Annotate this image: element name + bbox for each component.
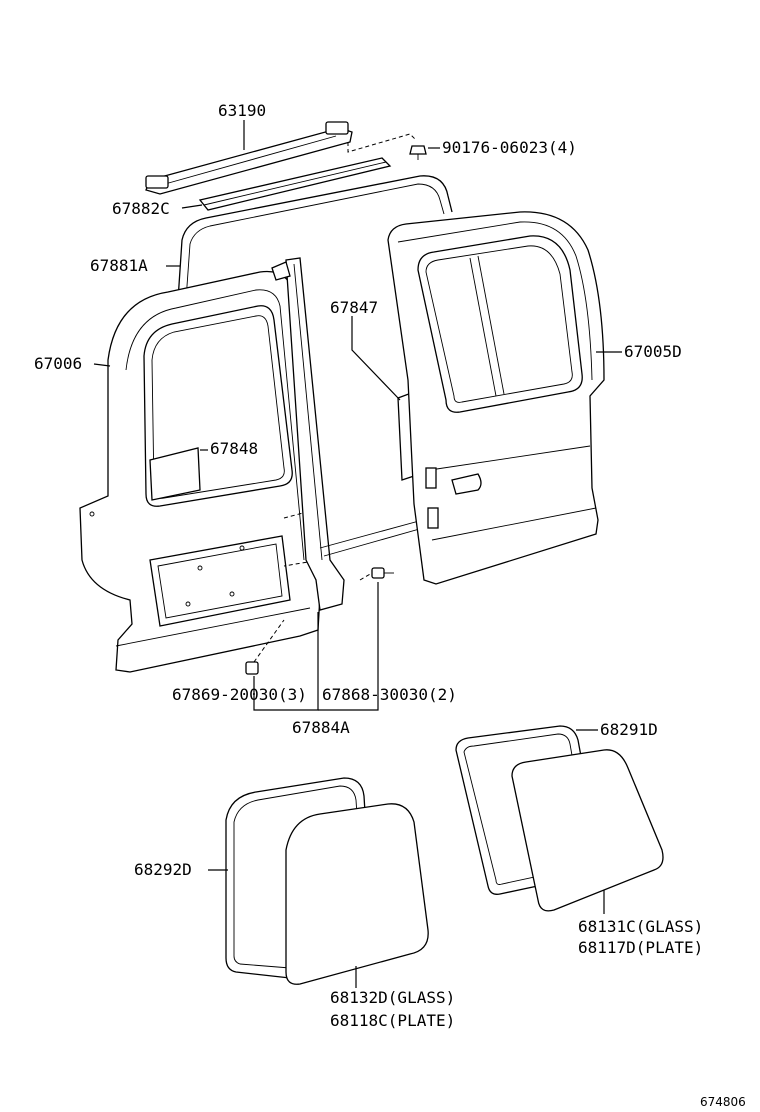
label-67868: 67868-30030(2) xyxy=(322,685,457,704)
sill-strip xyxy=(319,517,431,549)
glass-68132d xyxy=(285,803,429,985)
leader-67006 xyxy=(93,363,111,367)
label-67005d: 67005D xyxy=(624,342,682,361)
label-63190: 63190 xyxy=(218,101,266,120)
screw-67868 xyxy=(359,567,394,581)
weatherstrip-67882c xyxy=(198,157,392,211)
sill-strip-inner xyxy=(323,525,431,557)
label-68292d: 68292D xyxy=(134,860,192,879)
clip-90176 xyxy=(409,145,427,160)
glass-68131c xyxy=(511,749,664,912)
pillar-67884a xyxy=(271,257,345,611)
label-67848: 67848 xyxy=(210,439,258,458)
label-67881a: 67881A xyxy=(90,256,148,275)
label-67847: 67847 xyxy=(330,298,378,317)
label-67869: 67869-20030(3) xyxy=(172,685,307,704)
label-68117d: 68117D(PLATE) xyxy=(578,938,703,957)
figure-id: 674806 xyxy=(700,1095,746,1109)
label-68118c: 68118C(PLATE) xyxy=(330,1011,455,1030)
screw-67869 xyxy=(245,619,285,675)
label-67006: 67006 xyxy=(34,354,82,373)
label-67884a: 67884A xyxy=(292,718,350,737)
leader-67884a-right xyxy=(318,582,379,711)
label-90176: 90176-06023(4) xyxy=(442,138,577,157)
leader-67847 xyxy=(351,316,401,401)
leader-67884a-left xyxy=(253,612,319,711)
dashed-guide-90176 xyxy=(347,133,417,153)
panel-67848 xyxy=(149,447,201,501)
label-68131c: 68131C(GLASS) xyxy=(578,917,703,936)
left-door-67006 xyxy=(79,270,323,673)
rail-63190 xyxy=(145,121,353,195)
label-67882c: 67882C xyxy=(112,199,170,218)
leader-67882c xyxy=(181,204,203,209)
label-68132d: 68132D(GLASS) xyxy=(330,988,455,1007)
label-68291d: 68291D xyxy=(600,720,658,739)
right-door-67005d xyxy=(387,211,605,585)
